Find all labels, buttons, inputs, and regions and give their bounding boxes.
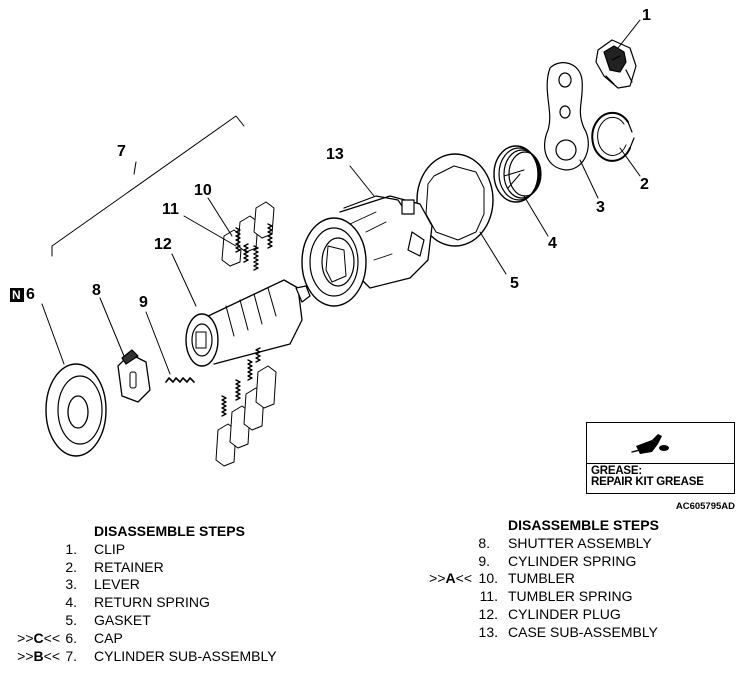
part-shutter-assembly: [99, 297, 151, 403]
callout-1: 1: [642, 7, 651, 24]
mark-suffix: <<: [455, 570, 472, 587]
step-row: >>C<< 6. CAP: [0, 630, 320, 648]
step-number: 9.: [478, 552, 490, 569]
grease-gun-icon: [631, 434, 669, 454]
step-number: 4.: [65, 594, 77, 611]
part-clip: [595, 19, 641, 89]
step-label: LEVER: [94, 576, 140, 593]
step-number: 8.: [478, 534, 490, 551]
step-label: CYLINDER PLUG: [508, 605, 621, 622]
step-row: 4. RETURN SPRING: [0, 594, 320, 612]
step-number: 11.: [479, 588, 498, 605]
part-retainer: [591, 111, 641, 177]
callout-10: 10: [194, 182, 212, 199]
step-label: SHUTTER ASSEMBLY: [508, 534, 652, 551]
step-number: 10.: [478, 570, 498, 587]
left-steps-heading: DISASSEMBLE STEPS: [94, 523, 245, 539]
part-cylinder-spring: [145, 311, 195, 383]
left-steps: DISASSEMBLE STEPS 1. CLIP 2. RETAINER 3.…: [0, 523, 320, 665]
part-tumblers-upper: [183, 197, 275, 271]
grease-label: GREASE: REPAIR KIT GREASE: [591, 465, 704, 488]
step-row: 9. CYLINDER SPRING: [400, 553, 720, 571]
mark-letter: B: [33, 647, 44, 664]
service-point-mark: >>B<<: [0, 648, 60, 666]
part-cylinder-plug: [171, 253, 311, 367]
mark-prefix: >>: [17, 629, 34, 646]
callout-8: 8: [92, 282, 101, 299]
service-point-mark: >>A<<: [400, 570, 472, 588]
step-row: 11. TUMBLER SPRING: [400, 588, 720, 606]
step-label: RETURN SPRING: [94, 594, 210, 611]
callout-3: 3: [596, 199, 605, 216]
n-marker-letter: N: [12, 288, 21, 302]
grease-line-2: REPAIR KIT GREASE: [591, 476, 704, 488]
step-row: 5. GASKET: [0, 612, 320, 630]
step-label: TUMBLER SPRING: [508, 588, 633, 605]
right-steps: DISASSEMBLE STEPS 8. SHUTTER ASSEMBLY 9.…: [400, 517, 720, 642]
callout-4: 4: [548, 235, 557, 252]
step-number: 2.: [65, 558, 77, 575]
step-label: CLIP: [94, 540, 126, 557]
callout-13: 13: [326, 146, 344, 163]
callout-9: 9: [139, 294, 148, 311]
step-number: 12.: [478, 605, 498, 622]
callout-12: 12: [154, 236, 172, 253]
bracket-cylinder-sub-assembly: [51, 115, 245, 257]
mark-suffix: <<: [43, 647, 60, 664]
step-label: CYLINDER SPRING: [508, 552, 637, 569]
step-label: TUMBLER: [508, 570, 575, 587]
exploded-view-drawing: [10, 19, 669, 467]
step-number: 3.: [65, 576, 77, 593]
right-steps-heading: DISASSEMBLE STEPS: [508, 517, 659, 533]
step-number: 1.: [65, 540, 77, 557]
grease-divider: [587, 463, 734, 464]
mark-prefix: >>: [17, 647, 34, 664]
part-tumblers-lower: [215, 347, 277, 467]
step-row: 3. LEVER: [0, 576, 320, 594]
step-number: 7.: [65, 647, 77, 664]
callout-6: 6: [26, 286, 35, 303]
step-label: CAP: [94, 629, 123, 646]
part-cap: [41, 303, 107, 457]
figure-code: AC605795AD: [675, 501, 735, 512]
step-row: >>B<< 7. CYLINDER SUB-ASSEMBLY: [0, 648, 320, 666]
mark-letter: A: [445, 570, 456, 587]
step-row: 13. CASE SUB-ASSEMBLY: [400, 624, 720, 642]
part-return-spring: [493, 145, 549, 237]
part-gasket: [416, 153, 507, 275]
step-number: 13.: [478, 623, 498, 640]
step-number: 5.: [65, 611, 77, 628]
step-row: >>A<< 10. TUMBLER: [400, 570, 720, 588]
step-label: CASE SUB-ASSEMBLY: [508, 623, 658, 640]
step-label: RETAINER: [94, 558, 164, 575]
mark-letter: C: [33, 629, 44, 646]
callout-2: 2: [640, 176, 649, 193]
grease-legend-box: GREASE: REPAIR KIT GREASE: [586, 422, 735, 494]
part-case-sub-assembly: [301, 165, 433, 307]
mark-suffix: <<: [43, 629, 60, 646]
step-label: GASKET: [94, 611, 151, 628]
step-row: 12. CYLINDER PLUG: [400, 606, 720, 624]
step-row: 2. RETAINER: [0, 559, 320, 577]
n-marker-box: [10, 288, 24, 302]
service-point-mark: >>C<<: [0, 630, 60, 648]
step-row: 8. SHUTTER ASSEMBLY: [400, 535, 720, 553]
part-lever: [544, 62, 599, 199]
step-label: CYLINDER SUB-ASSEMBLY: [94, 647, 277, 664]
callout-7: 7: [117, 143, 126, 160]
callout-5: 5: [510, 275, 519, 292]
step-row: 1. CLIP: [0, 541, 320, 559]
mark-prefix: >>: [429, 570, 446, 587]
grease-line-1: GREASE:: [591, 465, 642, 477]
step-number: 6.: [65, 629, 77, 646]
callout-11: 11: [162, 201, 179, 218]
